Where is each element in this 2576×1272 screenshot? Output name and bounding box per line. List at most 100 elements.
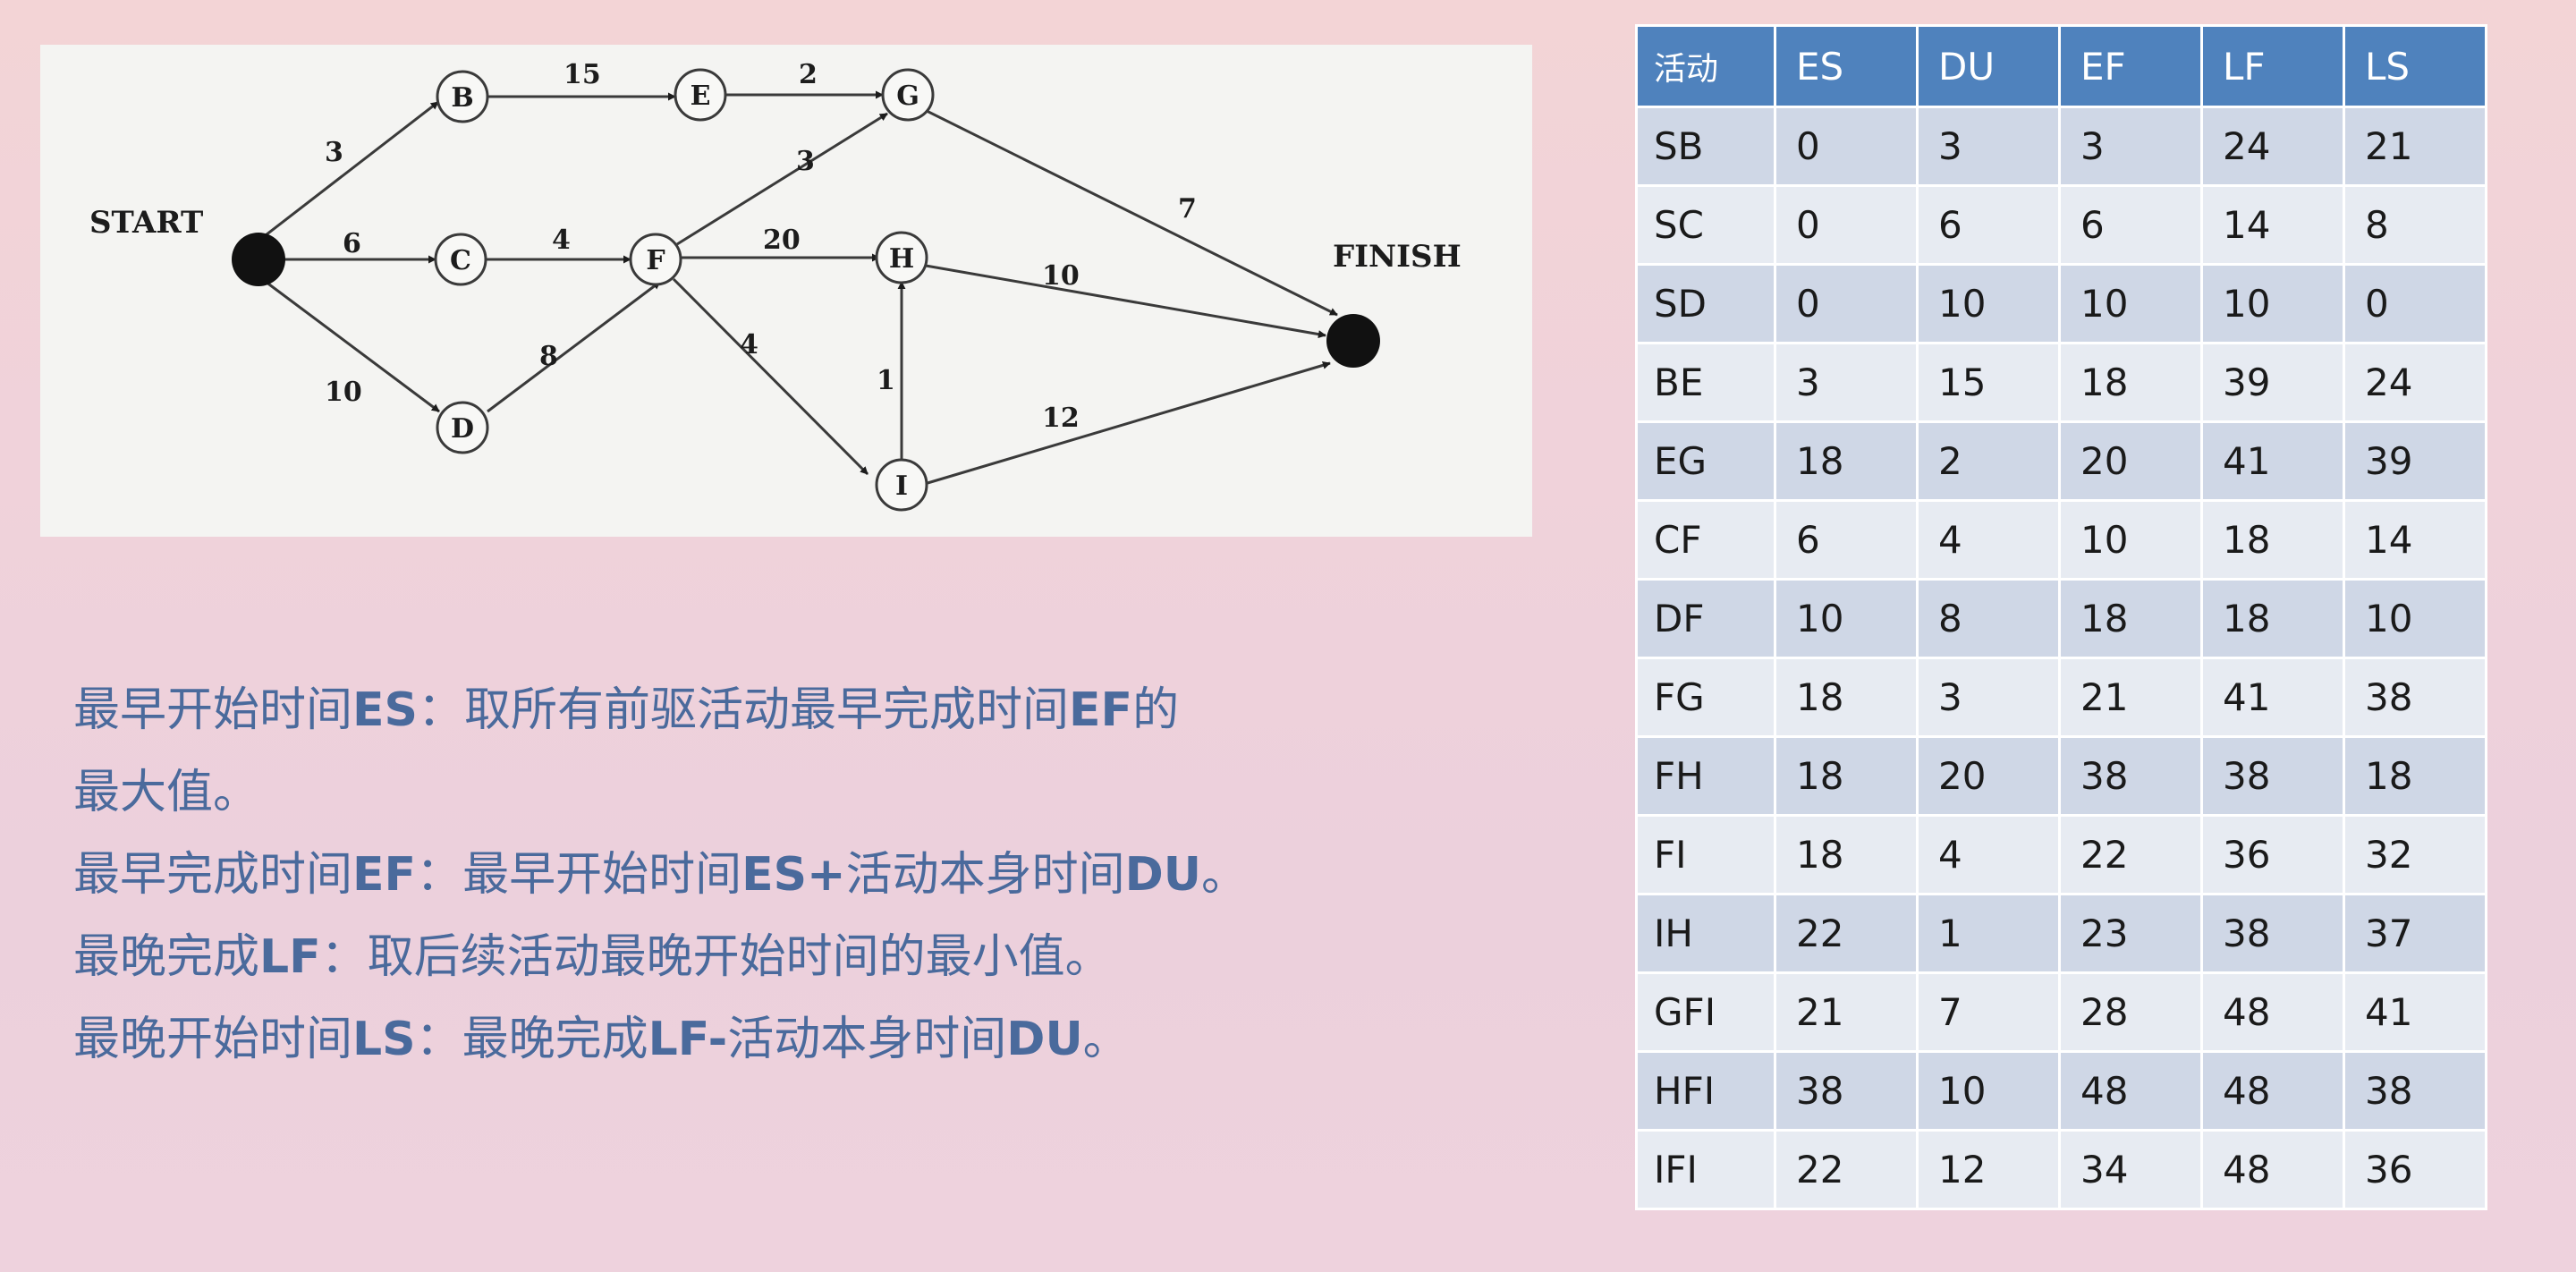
cell-activity: IH bbox=[1635, 893, 1776, 974]
cell-lf: 48 bbox=[2200, 1050, 2345, 1132]
edge-DF bbox=[487, 280, 661, 413]
cell-ls: 14 bbox=[2343, 499, 2487, 581]
cell-du: 10 bbox=[1916, 263, 2061, 344]
cell-ef: 23 bbox=[2058, 893, 2203, 974]
node-H-label: H bbox=[889, 243, 914, 275]
cell-es: 3 bbox=[1774, 342, 1919, 423]
network-diagram: START FINISH B C D E F G H I 3 6 10 bbox=[40, 45, 1532, 537]
cell-ls: 8 bbox=[2343, 184, 2487, 266]
edge-FI-weight: 4 bbox=[740, 329, 758, 360]
cell-ls: 41 bbox=[2343, 971, 2487, 1053]
edge-CF-weight: 4 bbox=[552, 225, 571, 256]
cell-lf: 39 bbox=[2200, 342, 2345, 423]
cell-activity: SD bbox=[1635, 263, 1776, 344]
cell-ef: 10 bbox=[2058, 263, 2203, 344]
cell-lf: 36 bbox=[2200, 814, 2345, 895]
note-text: ：最晚完成 bbox=[415, 1013, 648, 1066]
cell-ls: 38 bbox=[2343, 657, 2487, 738]
note-key: EF bbox=[1069, 683, 1133, 737]
cell-lf: 14 bbox=[2200, 184, 2345, 266]
cell-ls: 39 bbox=[2343, 420, 2487, 502]
table-header-row: 活动 ES DU EF LF LS bbox=[1635, 24, 2487, 108]
cell-ef: 20 bbox=[2058, 420, 2203, 502]
cell-ef: 18 bbox=[2058, 342, 2203, 423]
cell-du: 15 bbox=[1916, 342, 2061, 423]
note-ls: 最晚开始时间LS：最晚完成LF-活动本身时间DU。 bbox=[73, 998, 1558, 1081]
note-text: 最大值。 bbox=[73, 766, 260, 819]
edge-EG-weight: 2 bbox=[799, 59, 818, 90]
cell-du: 1 bbox=[1916, 893, 2061, 974]
cell-ls: 32 bbox=[2343, 814, 2487, 895]
note-text: 最早开始时间 bbox=[73, 683, 353, 737]
note-text: 最晚完成 bbox=[73, 930, 260, 984]
cell-es: 21 bbox=[1774, 971, 1919, 1053]
cell-ls: 36 bbox=[2343, 1129, 2487, 1210]
note-key: DU bbox=[1124, 848, 1202, 902]
cell-ef: 28 bbox=[2058, 971, 2203, 1053]
cell-ef: 3 bbox=[2058, 106, 2203, 187]
note-ef: 最早完成时间EF：最早开始时间ES+活动本身时间DU。 bbox=[73, 834, 1558, 916]
edge-HFI bbox=[925, 264, 1326, 339]
cell-ef: 22 bbox=[2058, 814, 2203, 895]
cell-es: 6 bbox=[1774, 499, 1919, 581]
note-key: EF bbox=[352, 848, 417, 902]
cell-ls: 21 bbox=[2343, 106, 2487, 187]
cell-ef: 18 bbox=[2058, 578, 2203, 659]
note-text: 活动本身时间 bbox=[727, 1013, 1007, 1066]
cell-activity: SB bbox=[1635, 106, 1776, 187]
cell-activity: HFI bbox=[1635, 1050, 1776, 1132]
edge-SD bbox=[261, 277, 440, 413]
note-lf: 最晚完成LF：取后续活动最晚开始时间的最小值。 bbox=[73, 916, 1558, 998]
edge-BE-weight: 15 bbox=[564, 59, 601, 90]
note-key: ES bbox=[352, 683, 418, 737]
cell-es: 0 bbox=[1774, 184, 1919, 266]
cell-es: 0 bbox=[1774, 263, 1919, 344]
cell-du: 20 bbox=[1916, 735, 2061, 817]
cell-es: 10 bbox=[1774, 578, 1919, 659]
cell-es: 18 bbox=[1774, 735, 1919, 817]
cell-du: 7 bbox=[1916, 971, 2061, 1053]
cell-lf: 48 bbox=[2200, 971, 2345, 1053]
cell-es: 18 bbox=[1774, 814, 1919, 895]
cell-lf: 24 bbox=[2200, 106, 2345, 187]
start-label: START bbox=[89, 205, 203, 241]
node-C-label: C bbox=[450, 245, 471, 276]
note-text: ：最早开始时间 bbox=[416, 848, 742, 902]
cell-lf: 18 bbox=[2200, 499, 2345, 581]
cell-activity: BE bbox=[1635, 342, 1776, 423]
note-text: 最晚开始时间 bbox=[73, 1013, 353, 1066]
edge-GFI-weight: 7 bbox=[1178, 193, 1197, 225]
cell-lf: 38 bbox=[2200, 893, 2345, 974]
cell-activity: IFI bbox=[1635, 1129, 1776, 1210]
note-text: 活动本身时间 bbox=[845, 848, 1125, 902]
cell-activity: FG bbox=[1635, 657, 1776, 738]
cell-ls: 37 bbox=[2343, 893, 2487, 974]
cell-activity: EG bbox=[1635, 420, 1776, 502]
cell-du: 12 bbox=[1916, 1129, 2061, 1210]
cell-ls: 18 bbox=[2343, 735, 2487, 817]
cell-du: 2 bbox=[1916, 420, 2061, 502]
node-E-label: E bbox=[691, 81, 711, 112]
cell-es: 22 bbox=[1774, 1129, 1919, 1210]
finish-label: FINISH bbox=[1333, 239, 1462, 275]
cell-activity: GFI bbox=[1635, 971, 1776, 1053]
cell-ls: 10 bbox=[2343, 578, 2487, 659]
cell-ef: 10 bbox=[2058, 499, 2203, 581]
cell-es: 38 bbox=[1774, 1050, 1919, 1132]
note-text: 的 bbox=[1132, 683, 1180, 737]
col-header-activity: 活动 bbox=[1635, 24, 1776, 108]
cell-activity: SC bbox=[1635, 184, 1776, 266]
cell-du: 10 bbox=[1916, 1050, 2061, 1132]
cell-activity: FI bbox=[1635, 814, 1776, 895]
node-E bbox=[674, 68, 727, 122]
